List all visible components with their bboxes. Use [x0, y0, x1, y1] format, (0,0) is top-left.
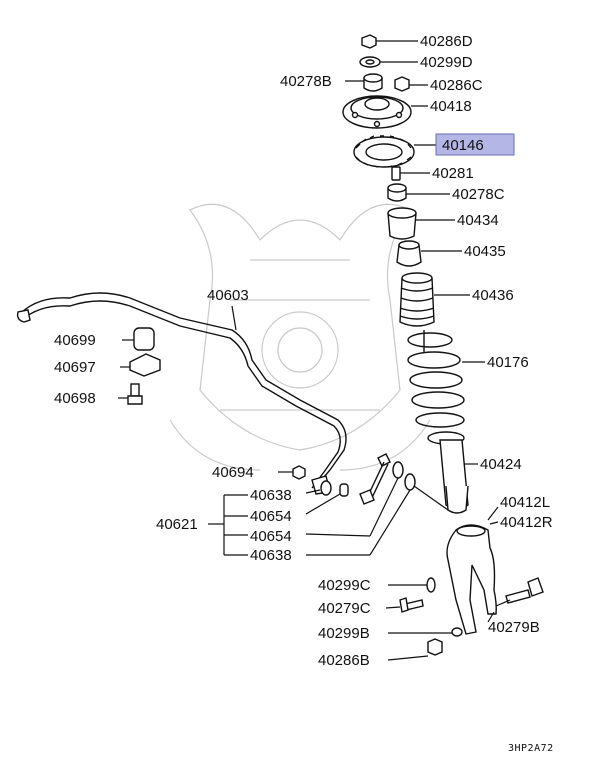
part-40176[interactable]: 40176 [407, 330, 529, 445]
part-40279C[interactable]: 40279C [318, 597, 424, 617]
highlight-box [435, 133, 515, 156]
label-40412L[interactable]: 40412L [500, 494, 550, 511]
label-40621[interactable]: 40621 [156, 516, 198, 533]
label-40435[interactable]: 40435 [464, 243, 506, 260]
label-40603[interactable]: 40603 [207, 287, 249, 304]
part-40278B[interactable]: 40278B [280, 73, 383, 92]
part-40286B[interactable]: 40286B [318, 638, 443, 669]
part-40278C[interactable]: 40278C [387, 183, 505, 203]
label-40698[interactable]: 40698 [54, 390, 96, 407]
bushing-40654-upper-left [339, 483, 349, 497]
stabilizer-link[interactable] [359, 453, 391, 505]
part-40418[interactable]: 40418 [342, 95, 472, 129]
part-40299B[interactable]: 40299B [318, 625, 463, 642]
label-40699[interactable]: 40699 [54, 332, 96, 349]
label-40146[interactable]: 40146 [442, 137, 484, 154]
label-40281[interactable]: 40281 [432, 165, 474, 182]
label-40418[interactable]: 40418 [430, 98, 472, 115]
part-40281[interactable]: 40281 [391, 165, 474, 182]
leader-to-strut [413, 485, 449, 511]
part-40299C[interactable]: 40299C [318, 577, 436, 594]
part-40286C[interactable]: 40286C [394, 76, 483, 94]
label-40412R[interactable]: 40412R [500, 514, 553, 531]
label-40434[interactable]: 40434 [457, 212, 499, 229]
washer-40638-upper-right [404, 473, 416, 491]
part-40436[interactable]: 40436 [399, 272, 514, 327]
part-40279B[interactable]: 40279B [487, 577, 544, 636]
label-40694[interactable]: 40694 [212, 464, 254, 481]
label-40286B[interactable]: 40286B [318, 652, 370, 669]
part-40654-upper[interactable]: 40654 [250, 493, 341, 525]
label-40424[interactable]: 40424 [480, 456, 522, 473]
label-40299B[interactable]: 40299B [318, 625, 370, 642]
part-40621[interactable]: 40621 [156, 494, 248, 556]
label-40299D[interactable]: 40299D [420, 54, 473, 71]
part-40699[interactable]: 40699 [54, 327, 155, 351]
label-40176[interactable]: 40176 [487, 354, 529, 371]
washer-40638-upper-left [320, 480, 332, 496]
label-40638-upper[interactable]: 40638 [250, 487, 292, 504]
label-40299C[interactable]: 40299C [318, 577, 371, 594]
part-40697[interactable]: 40697 [54, 353, 161, 377]
label-40654-upper[interactable]: 40654 [250, 508, 292, 525]
watermark-emblem [169, 203, 431, 471]
part-40638-upper[interactable]: 40638 [250, 487, 321, 504]
part-40638-lower[interactable]: 40638 [250, 489, 411, 564]
part-40435[interactable]: 40435 [396, 240, 506, 267]
label-40278C[interactable]: 40278C [452, 186, 505, 203]
part-40654-lower[interactable]: 40654 [250, 477, 399, 545]
label-40279C[interactable]: 40279C [318, 600, 371, 617]
part-40694[interactable]: 40694 [212, 464, 306, 481]
label-40286D[interactable]: 40286D [420, 33, 473, 50]
part-40698[interactable]: 40698 [54, 383, 143, 407]
label-40279B[interactable]: 40279B [488, 619, 540, 636]
label-40654-lower[interactable]: 40654 [250, 528, 292, 545]
part-40146[interactable]: 40146 [353, 133, 515, 168]
part-40434[interactable]: 40434 [387, 207, 499, 240]
label-40286C[interactable]: 40286C [430, 77, 483, 94]
label-40278B[interactable]: 40278B [280, 73, 332, 90]
part-40412[interactable]: 40412L 40412R [446, 494, 553, 635]
label-40638-lower[interactable]: 40638 [250, 547, 292, 564]
label-40436[interactable]: 40436 [472, 287, 514, 304]
diagram-code: 3HP2A72 [508, 743, 554, 754]
part-40286D[interactable]: 40286D [361, 33, 473, 50]
label-40697[interactable]: 40697 [54, 359, 96, 376]
part-40424[interactable]: 40424 [439, 439, 522, 514]
part-40299D[interactable]: 40299D [359, 54, 473, 71]
bushing-40654-upper-right [392, 461, 404, 479]
